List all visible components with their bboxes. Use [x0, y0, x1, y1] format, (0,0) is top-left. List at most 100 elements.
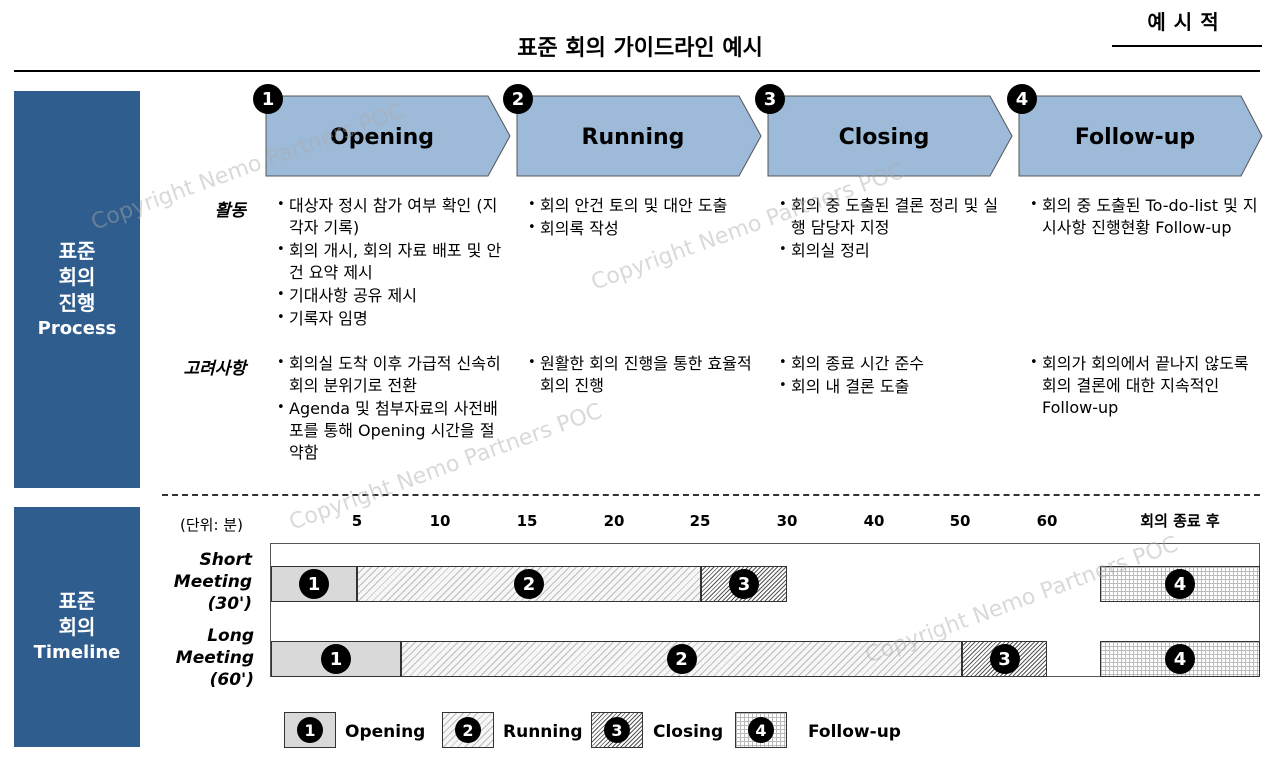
short-bar-followup: 4	[1100, 566, 1260, 602]
long-bar-running: 2	[401, 641, 962, 677]
process-side-panel: 표준 회의 진행 Process	[14, 91, 140, 488]
chevron-closing	[767, 95, 1013, 177]
process-kr-3: 진행	[58, 290, 96, 315]
considerations-closing: 회의 종료 시간 준수 회의 내 결론 도출	[779, 352, 1009, 399]
process-kr-1: 표준	[58, 238, 96, 263]
timeline-side-panel: 표준 회의 Timeline	[14, 507, 140, 747]
phase-num-2: 2	[503, 84, 533, 114]
considerations-opening: 회의실 도착 이후 가급적 신속히 회의 분위기로 전환 Agenda 및 첨부…	[277, 352, 507, 465]
long-bar-closing: 3	[962, 641, 1047, 677]
legend-num-1: 1	[297, 717, 323, 743]
short-bar-running: 2	[357, 566, 701, 602]
after-meeting-label: 회의 종료 후	[1140, 512, 1220, 530]
long-meeting-label: Long Meeting (60')	[148, 625, 254, 691]
short-meeting-line-1: Short	[199, 550, 252, 570]
list-item: 회의 중 도출된 결론 정리 및 실행 담당자 지정	[779, 194, 1009, 239]
phase-num-4: 4	[1007, 84, 1037, 114]
tick-15: 15	[516, 512, 538, 530]
tick-10: 10	[429, 512, 451, 530]
long-bar-opening: 1	[271, 641, 401, 677]
list-item: 회의실 정리	[779, 239, 1009, 262]
short-meeting-label: Short Meeting (30')	[148, 549, 252, 615]
legend-label-closing: Closing	[653, 722, 724, 742]
list-item: 회의 내 결론 도출	[779, 375, 1009, 398]
long-meeting-line-3: (60')	[209, 670, 254, 690]
phase-num-1: 1	[253, 84, 283, 114]
short-meeting-line-3: (30')	[207, 594, 252, 614]
legend-label-followup: Follow-up	[808, 722, 901, 742]
consider-row-label: 고려사항	[183, 359, 246, 379]
chevron-opening	[265, 95, 511, 177]
long-meeting-line-2: Meeting	[175, 648, 254, 668]
header-divider	[14, 70, 1260, 72]
timeline-en: Timeline	[33, 642, 121, 663]
short-bar-num-3: 3	[729, 569, 759, 599]
tick-40: 40	[863, 512, 885, 530]
considerations-followup: 회의가 회의에서 끝나지 않도록 회의 결론에 대한 지속적인 Follow-u…	[1030, 352, 1258, 420]
phase-label-opening: Opening	[330, 124, 434, 150]
list-item: 회의 개시, 회의 자료 배포 및 안건 요약 제시	[277, 239, 507, 284]
chevron-followup	[1018, 95, 1263, 177]
unit-label: (단위: 분)	[180, 516, 243, 534]
tick-60: 60	[1036, 512, 1058, 530]
phase-label-running: Running	[581, 124, 685, 150]
list-item: 회의 종료 시간 준수	[779, 352, 1009, 375]
list-item: 원활한 회의 진행을 통한 효율적 회의 진행	[528, 352, 758, 397]
phase-chevrons	[265, 95, 1263, 177]
short-meeting-line-2: Meeting	[173, 572, 252, 592]
activities-opening: 대상자 정시 참가 여부 확인 (지각자 기록) 회의 개시, 회의 자료 배포…	[277, 194, 507, 331]
legend-label-opening: Opening	[345, 722, 426, 742]
list-item: 회의가 회의에서 끝나지 않도록 회의 결론에 대한 지속적인 Follow-u…	[1030, 352, 1258, 419]
legend-num-3: 3	[604, 717, 630, 743]
short-bar-num-1: 1	[299, 569, 329, 599]
legend-num-4: 4	[748, 717, 774, 743]
tick-20: 20	[603, 512, 625, 530]
phase-label-followup: Follow-up	[1074, 124, 1196, 150]
chevron-running	[516, 95, 762, 177]
short-bar-num-2: 2	[514, 569, 544, 599]
list-item: 대상자 정시 참가 여부 확인 (지각자 기록)	[277, 194, 507, 239]
list-item: 기대사항 공유 제시	[277, 284, 507, 307]
legend-swatch-opening: 1	[284, 712, 336, 748]
list-item: 회의 안건 토의 및 대안 도출	[528, 194, 758, 217]
activities-closing: 회의 중 도출된 결론 정리 및 실행 담당자 지정 회의실 정리	[779, 194, 1009, 263]
tick-5: 5	[351, 512, 363, 530]
legend-label-running: Running	[503, 722, 583, 742]
legend-num-2: 2	[455, 717, 481, 743]
activities-followup: 회의 중 도출된 To-do-list 및 지시사항 진행현황 Follow-u…	[1030, 194, 1258, 240]
process-en: Process	[37, 317, 117, 339]
long-bar-num-1: 1	[321, 644, 351, 674]
list-item: 회의실 도착 이후 가급적 신속히 회의 분위기로 전환	[277, 352, 507, 397]
list-item: Agenda 및 첨부자료의 사전배포를 통해 Opening 시간을 절약함	[277, 397, 507, 464]
activities-running: 회의 안건 토의 및 대안 도출 회의록 작성	[528, 194, 758, 241]
long-bar-followup: 4	[1100, 641, 1260, 677]
activity-row-label: 활동	[214, 201, 246, 221]
short-bar-opening: 1	[271, 566, 357, 602]
legend-swatch-followup: 4	[735, 712, 787, 748]
list-item: 회의 중 도출된 To-do-list 및 지시사항 진행현황 Follow-u…	[1030, 194, 1258, 239]
list-item: 회의록 작성	[528, 217, 758, 240]
phase-num-3: 3	[755, 84, 785, 114]
timeline-kr-1: 표준	[58, 589, 96, 613]
considerations-running: 원활한 회의 진행을 통한 효율적 회의 진행	[528, 352, 758, 398]
badge-underline	[1112, 45, 1262, 47]
example-badge: 예시적	[1147, 10, 1227, 34]
short-bar-closing: 3	[701, 566, 787, 602]
long-bar-num-4: 4	[1165, 644, 1195, 674]
tick-50: 50	[949, 512, 971, 530]
timeline-kr-2: 회의	[58, 615, 96, 639]
process-kr-2: 회의	[58, 264, 96, 289]
short-bar-num-4: 4	[1165, 569, 1195, 599]
tick-30: 30	[776, 512, 798, 530]
long-bar-num-2: 2	[666, 644, 697, 674]
legend-swatch-running: 2	[442, 712, 494, 748]
section-divider	[162, 494, 1260, 496]
list-item: 기록자 임명	[277, 307, 507, 330]
long-meeting-line-1: Long	[207, 626, 254, 646]
page-title: 표준 회의 가이드라인 예시	[517, 36, 763, 61]
tick-25: 25	[689, 512, 711, 530]
long-bar-num-3: 3	[989, 644, 1020, 674]
legend-swatch-closing: 3	[591, 712, 643, 748]
phase-label-closing: Closing	[838, 124, 930, 150]
